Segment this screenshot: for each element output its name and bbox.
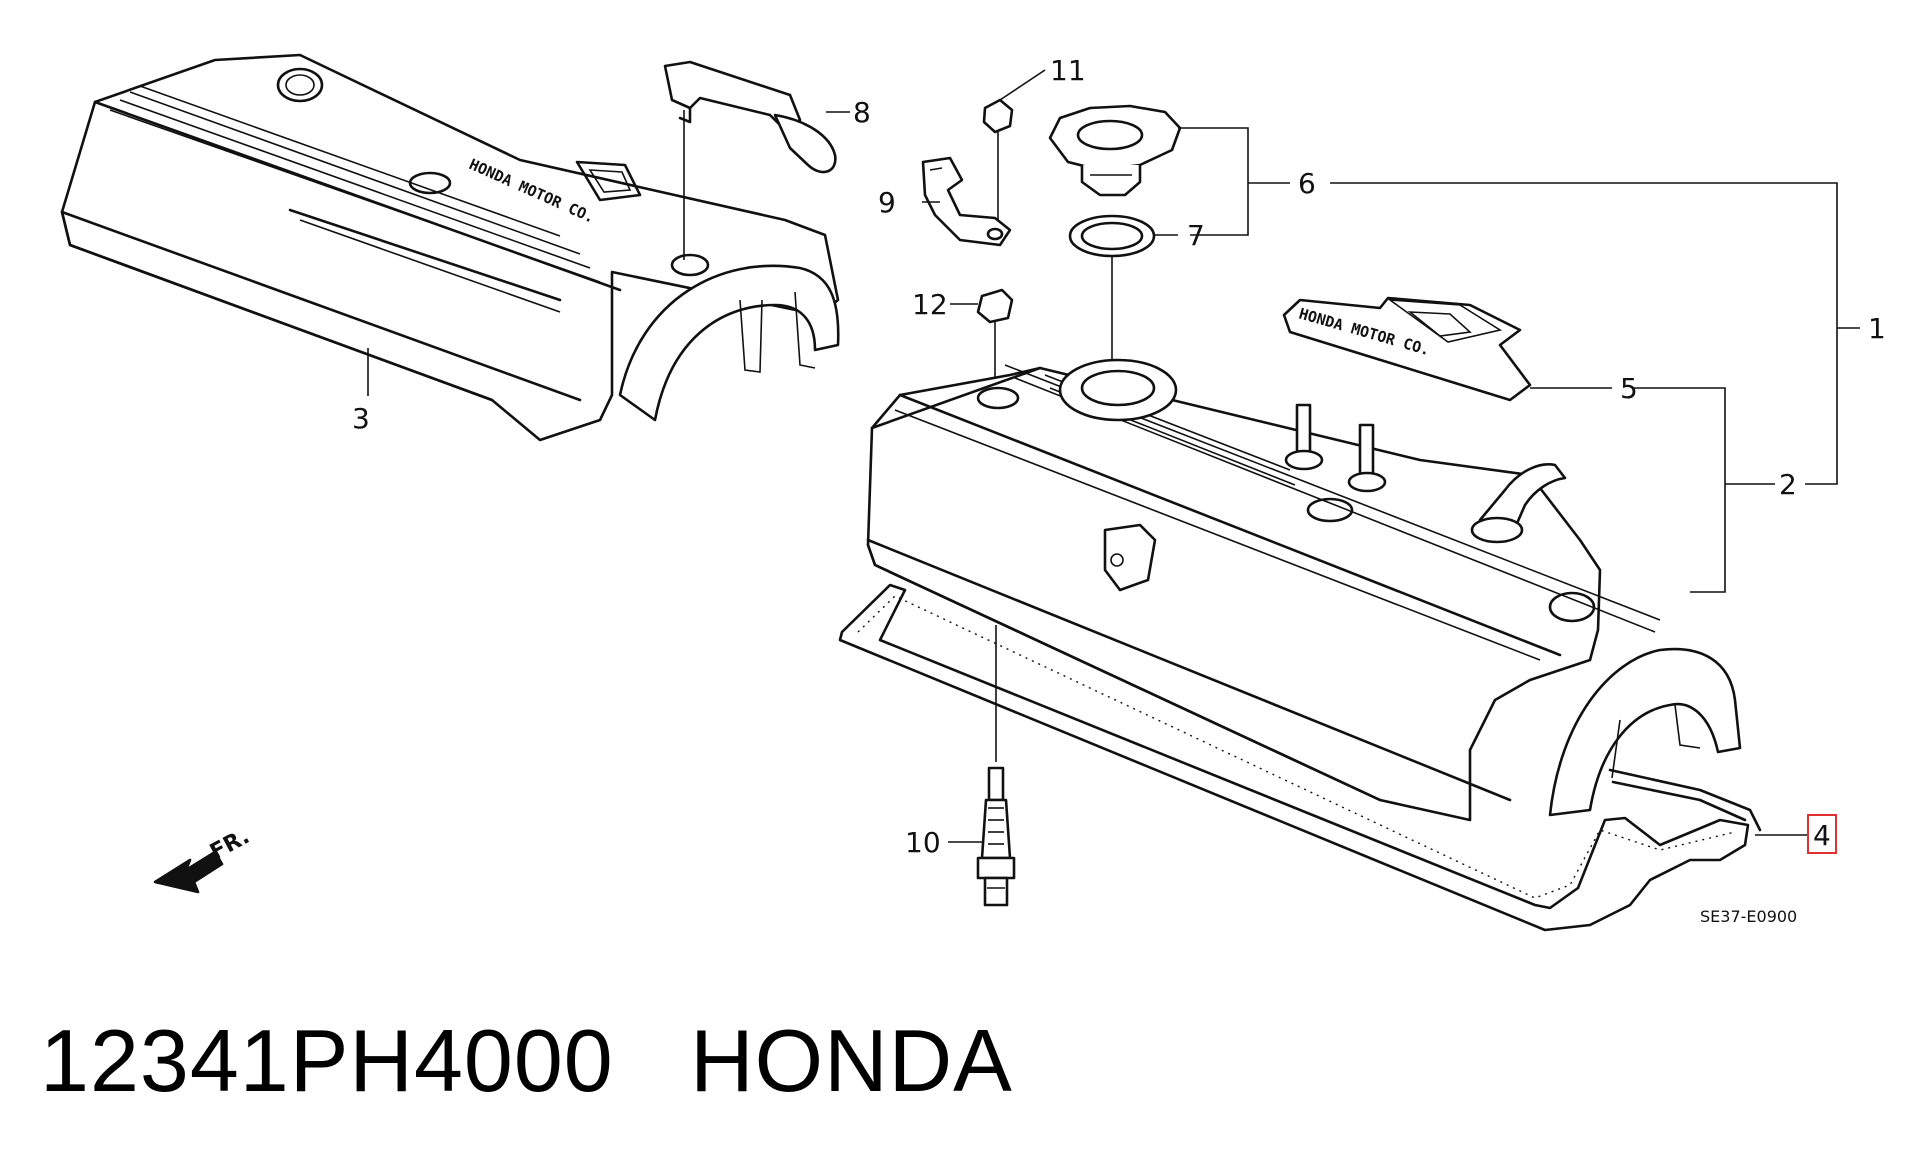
callout-2: 2 <box>1779 468 1797 501</box>
part-4-head-cover-gasket <box>838 583 1808 932</box>
part-6-oil-filler-cap <box>1048 104 1182 197</box>
part-3-cylinder-head-cover: HONDA MOTOR CO. <box>60 53 840 442</box>
callout-8: 8 <box>853 96 871 129</box>
callout-1: 1 <box>1868 312 1886 345</box>
callout-7: 7 <box>1187 219 1205 252</box>
part-5-emblem: HONDA MOTOR CO. <box>1282 296 1612 402</box>
callout-5: 5 <box>1620 372 1638 405</box>
part-10-stud-bolt <box>948 625 1016 907</box>
callout-3: 3 <box>352 402 370 435</box>
part-8-harness-bracket <box>663 60 837 260</box>
leader-lines <box>826 111 1860 485</box>
callout-10: 10 <box>905 826 941 859</box>
part-caption: 12341PH4000 HONDA <box>40 1010 1013 1112</box>
callout-4-highlight <box>1807 814 1837 854</box>
callout-4: 4 <box>1813 819 1831 852</box>
part-11-nut <box>982 69 1046 240</box>
part-9-clamp <box>921 156 1012 247</box>
callout-9: 9 <box>878 186 896 219</box>
front-arrow: FR. <box>153 824 254 894</box>
callout-11: 11 <box>1050 54 1086 87</box>
part-7-cap-gasket <box>1068 214 1156 380</box>
callout-12: 12 <box>912 288 948 321</box>
diagram-code: SE37-E0900 <box>1700 907 1797 926</box>
callout-labels: 1 2 3 4 5 6 7 8 9 10 11 12 <box>352 54 1886 859</box>
callout-6: 6 <box>1298 167 1316 200</box>
part-number: 12341PH4000 <box>40 1011 614 1110</box>
brand-name: HONDA <box>690 1011 1013 1110</box>
part-2-cylinder-head-cover <box>866 358 1775 822</box>
